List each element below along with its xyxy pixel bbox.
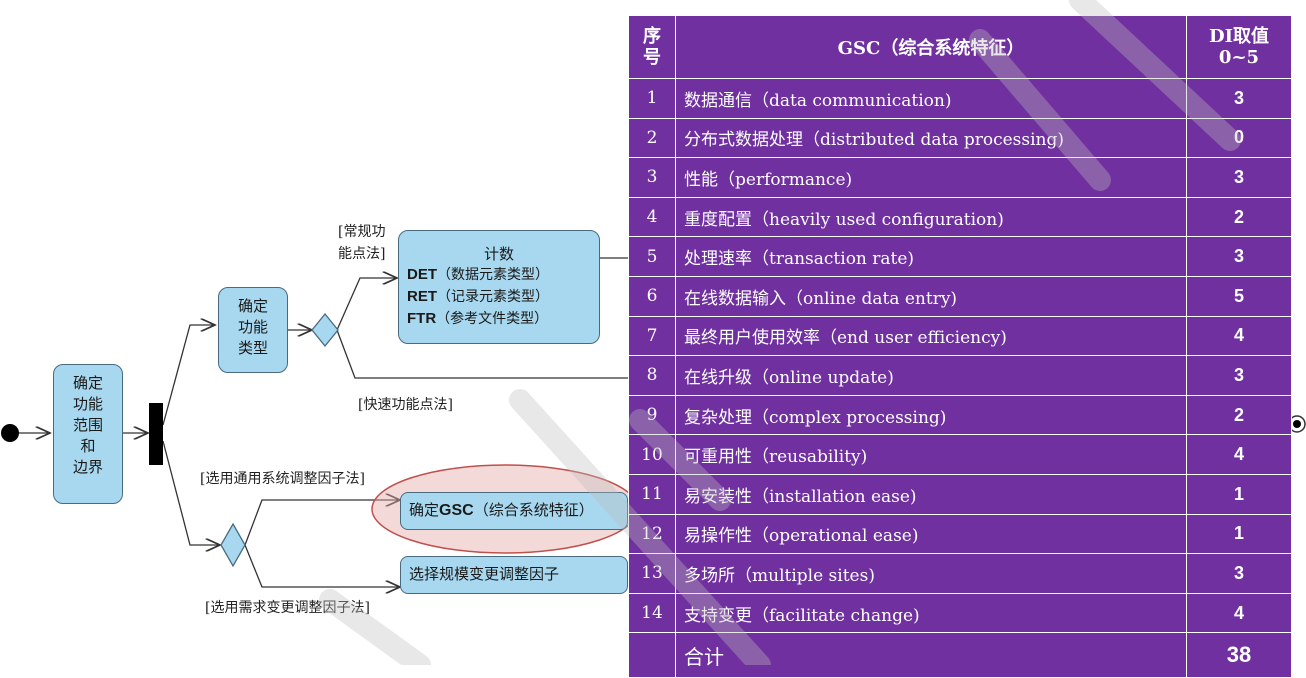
row-no: 11 bbox=[628, 473, 676, 515]
row-no: 5 bbox=[628, 236, 676, 277]
row-di-value: 2 bbox=[1186, 394, 1292, 436]
quick-fp-label: [快速功能点法] bbox=[358, 397, 453, 413]
row-no: 10 bbox=[628, 434, 676, 475]
scale-factor-box: 选择规模变更调整因子 bbox=[400, 556, 628, 594]
scope-boundary-box: 确定 功能 范围 和 边界 bbox=[53, 364, 123, 504]
decision-node-2 bbox=[220, 522, 246, 568]
total-row: 合计 38 bbox=[628, 632, 1292, 678]
row-no: 6 bbox=[628, 275, 676, 317]
total-no-cell bbox=[628, 632, 676, 678]
header-di: DI取值 0~5 bbox=[1186, 15, 1292, 79]
row-di-value: 4 bbox=[1186, 434, 1292, 475]
row-di-value: 1 bbox=[1186, 473, 1292, 515]
start-node-icon bbox=[1, 424, 19, 442]
row-no: 14 bbox=[628, 592, 676, 634]
demand-factor-arrow bbox=[244, 544, 400, 587]
row-gsc-name: 数据通信（data communication) bbox=[675, 78, 1187, 119]
row-di-value: 4 bbox=[1186, 592, 1292, 634]
row-gsc-name: 易操作性（operational ease) bbox=[675, 513, 1187, 555]
row-di-value: 3 bbox=[1186, 236, 1292, 277]
row-gsc-name: 分布式数据处理（distributed data processing) bbox=[675, 117, 1187, 159]
regular-fp-arrow bbox=[336, 278, 397, 331]
general-factor-label: [选用通用系统调整因子法] bbox=[200, 471, 365, 487]
row-gsc-name: 在线升级（online update) bbox=[675, 355, 1187, 396]
row-gsc-name: 易安装性（installation ease) bbox=[675, 473, 1187, 515]
fork-upper-arrow bbox=[162, 325, 215, 426]
table-header-row: 序 号 GSC（综合系统特征） DI取值 0~5 bbox=[628, 15, 1292, 79]
decision-node-1 bbox=[311, 312, 339, 348]
general-factor-arrow bbox=[244, 500, 400, 546]
row-gsc-name: 性能（performance) bbox=[675, 157, 1187, 198]
end-node-inner bbox=[1293, 420, 1301, 428]
regular-fp-label: [常规功 能点法] bbox=[338, 224, 386, 262]
row-di-value: 3 bbox=[1186, 157, 1292, 198]
count-line-det: DET（数据元素类型） bbox=[407, 266, 549, 283]
row-gsc-name: 在线数据输入（online data entry) bbox=[675, 275, 1187, 317]
quick-fp-line bbox=[336, 329, 628, 379]
row-no: 3 bbox=[628, 157, 676, 198]
row-gsc-name: 多场所（multiple sites) bbox=[675, 553, 1187, 594]
row-di-value: 1 bbox=[1186, 513, 1292, 555]
function-type-box: 确定 功能 类型 bbox=[218, 287, 288, 373]
count-box: 计数 DET（数据元素类型） RET（记录元素类型） FTR（参考文件类型） bbox=[398, 230, 600, 344]
row-di-value: 4 bbox=[1186, 315, 1292, 357]
demand-factor-label: [选用需求变更调整因子法] bbox=[205, 600, 370, 616]
fork-lower-arrow bbox=[162, 440, 220, 545]
row-no: 2 bbox=[628, 117, 676, 159]
row-di-value: 3 bbox=[1186, 355, 1292, 396]
determine-gsc-box: 确定GSC（综合系统特征） bbox=[400, 492, 628, 530]
row-di-value: 3 bbox=[1186, 553, 1292, 594]
row-gsc-name: 可重用性（reusability) bbox=[675, 434, 1187, 475]
row-gsc-name: 处理速率（transaction rate) bbox=[675, 236, 1187, 277]
count-line-ftr: FTR（参考文件类型） bbox=[407, 310, 549, 327]
count-title: 计数 bbox=[483, 245, 514, 263]
row-no: 1 bbox=[628, 78, 676, 119]
row-no: 4 bbox=[628, 196, 676, 238]
row-gsc-name: 复杂处理（complex processing) bbox=[675, 394, 1187, 436]
row-no: 7 bbox=[628, 315, 676, 357]
header-gsc: GSC（综合系统特征） bbox=[675, 15, 1187, 79]
row-di-value: 5 bbox=[1186, 275, 1292, 317]
row-gsc-name: 最终用户使用效率（end user efficiency) bbox=[675, 315, 1187, 357]
row-no: 12 bbox=[628, 513, 676, 555]
row-di-value: 2 bbox=[1186, 196, 1292, 238]
header-no: 序 号 bbox=[628, 15, 676, 79]
row-no: 13 bbox=[628, 553, 676, 594]
row-di-value: 0 bbox=[1186, 117, 1292, 159]
fork-bar bbox=[149, 403, 163, 465]
row-no: 8 bbox=[628, 355, 676, 396]
total-value: 38 bbox=[1186, 632, 1292, 678]
row-gsc-name: 重度配置（heavily used configuration) bbox=[675, 196, 1187, 238]
total-label: 合计 bbox=[675, 632, 1187, 678]
count-line-ret: RET（记录元素类型） bbox=[407, 288, 549, 305]
row-no: 9 bbox=[628, 394, 676, 436]
row-di-value: 3 bbox=[1186, 78, 1292, 119]
row-gsc-name: 支持变更（facilitate change) bbox=[675, 592, 1187, 634]
